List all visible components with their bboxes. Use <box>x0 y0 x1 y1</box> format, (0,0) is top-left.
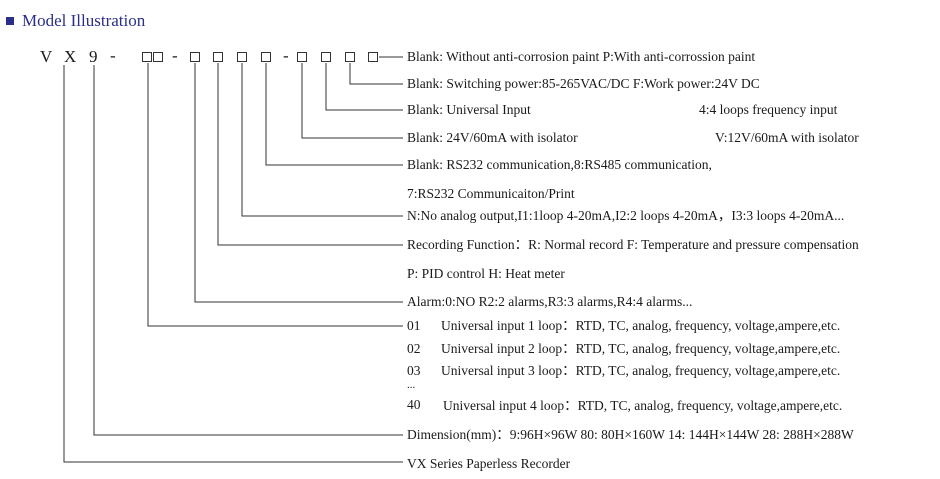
desc-feed-power: Blank: 24V/60mA with isolator <box>407 130 578 145</box>
connector-input <box>325 63 403 111</box>
connector-series <box>63 65 403 463</box>
loop-description: Universal input 2 loop：RTD, TC, analog, … <box>441 341 841 356</box>
section-header: Model Illustration <box>6 10 145 32</box>
loop-ellipsis: ... <box>407 379 416 391</box>
desc-input-option: 4:4 loops frequency input <box>699 102 838 117</box>
code-dash: - <box>110 46 116 65</box>
connector-feed-power <box>301 63 403 139</box>
code-box-recording <box>213 52 223 62</box>
code-dash: - <box>172 46 178 65</box>
desc-recording: Recording Function：R: Normal record F: T… <box>407 237 859 252</box>
desc-input: Blank: Universal Input <box>407 102 531 117</box>
desc-dimension: Dimension(mm)：9:96H×96W 80: 80H×160W 14:… <box>407 427 854 442</box>
square-bullet-icon <box>6 17 14 25</box>
loop-number: 40 <box>407 397 421 412</box>
code-box-loops-2 <box>153 52 163 62</box>
loop-number: 01 <box>407 318 421 333</box>
code-box-alarm <box>190 52 200 62</box>
code-box-communication <box>261 52 271 62</box>
code-box-analog <box>237 52 247 62</box>
connector-dimension <box>93 65 403 436</box>
code-char-x: X <box>64 47 77 66</box>
code-box-loops-1 <box>142 52 152 62</box>
desc-analog-output: N:No analog output,I1:1loop 4-20mA,I2:2 … <box>407 208 845 223</box>
loop-description: Universal input 4 loop：RTD, TC, analog, … <box>443 398 843 413</box>
section-title: Model Illustration <box>22 11 146 30</box>
desc-control: P: PID control H: Heat meter <box>407 266 565 281</box>
connector-alarm <box>194 63 403 303</box>
connector-power <box>349 63 403 85</box>
desc-paint: Blank: Without anti-corrosion paint P:Wi… <box>407 49 756 64</box>
code-box-power <box>345 52 355 62</box>
code-char-v: V <box>40 47 53 66</box>
desc-communication-print: 7:RS232 Communicaiton/Print <box>407 186 575 201</box>
loop-description: Universal input 1 loop：RTD, TC, analog, … <box>441 318 841 333</box>
connector-analog <box>241 63 403 217</box>
code-box-input <box>321 52 331 62</box>
desc-communication: Blank: RS232 communication,8:RS485 commu… <box>407 157 712 172</box>
desc-feed-power-option: V:12V/60mA with isolator <box>715 130 859 145</box>
connector-recording <box>217 63 403 246</box>
code-box-paint <box>368 52 378 62</box>
code-box-feed-power <box>297 52 307 62</box>
code-char-9: 9 <box>89 47 98 66</box>
desc-power: Blank: Switching power:85-265VAC/DC F:Wo… <box>407 76 760 91</box>
desc-alarm: Alarm:0:NO R2:2 alarms,R3:3 alarms,R4:4 … <box>407 294 693 309</box>
loop-number: 02 <box>407 341 421 356</box>
desc-series: VX Series Paperless Recorder <box>407 456 571 471</box>
loop-description: Universal input 3 loop：RTD, TC, analog, … <box>441 363 841 378</box>
connector-loops <box>147 63 403 327</box>
connector-communication <box>265 63 403 166</box>
loop-number: 03 <box>407 363 421 378</box>
code-dash: - <box>283 46 289 65</box>
